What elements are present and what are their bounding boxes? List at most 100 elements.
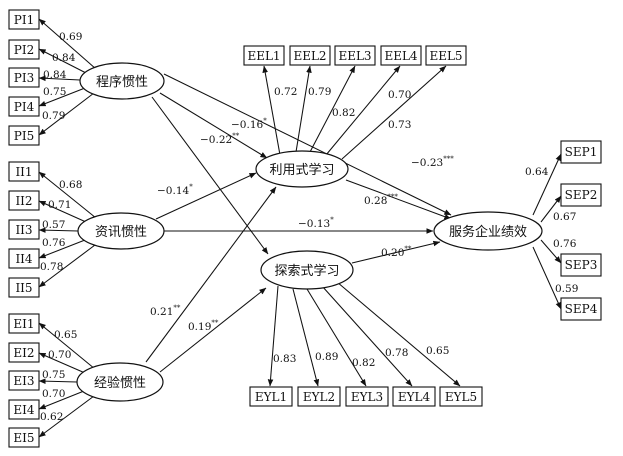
indicator-sep1-label: SEP1 xyxy=(565,145,598,159)
indicator-ii2: II2 xyxy=(8,190,40,211)
indicator-ii4-label: II4 xyxy=(15,252,32,266)
loading-eel2: 0.79 xyxy=(308,86,331,98)
latent-jygx: 经验惯性 xyxy=(76,362,164,402)
indicator-eyl4-label: EYL4 xyxy=(398,390,431,404)
coef-jygx-tsxx: 0.19** xyxy=(188,319,219,333)
loading-sep2: 0.67 xyxy=(553,211,576,223)
path-jygx-tsxx xyxy=(159,287,267,373)
indicator-ei5-label: EI5 xyxy=(13,431,34,445)
indicator-sep2-label: SEP2 xyxy=(565,188,598,202)
path-coefficient-labels: −0.16* −0.22** −0.23*** −0.14* −0.13* 0.… xyxy=(150,117,454,333)
indicator-ii5-label: II5 xyxy=(15,281,32,295)
path-lyxx-eel1 xyxy=(262,65,281,156)
path-jygx-ei5 xyxy=(38,395,95,438)
loading-eel5: 0.73 xyxy=(388,119,411,131)
loading-labels: 0.69 0.84 0.84 0.75 0.79 0.68 0.71 0.57 … xyxy=(40,31,578,423)
latent-jygx-label: 经验惯性 xyxy=(94,375,146,391)
path-cxgx-pi2 xyxy=(38,48,89,75)
latent-tsxx-label: 探索式学习 xyxy=(274,263,339,279)
loading-eyl1: 0.83 xyxy=(273,353,296,365)
loading-eel3: 0.82 xyxy=(332,107,355,119)
path-tsxx-eyl1 xyxy=(267,285,279,387)
indicator-eyl3: EYL3 xyxy=(345,386,389,407)
latent-fwqy: 服务企业绩效 xyxy=(433,211,543,251)
indicator-ei1: EI1 xyxy=(8,313,40,334)
path-cxgx-tsxx xyxy=(151,96,269,255)
loading-eel1: 0.72 xyxy=(274,86,297,98)
path-zxgx-ii4 xyxy=(38,239,86,259)
coef-lyxx-fwqy: 0.28*** xyxy=(364,193,398,207)
path-zxgx-ii3 xyxy=(38,227,79,233)
indicator-eel2: EEL2 xyxy=(289,45,331,66)
coef-cxgx-tsxx: −0.22** xyxy=(200,132,240,146)
path-fwqy-sep2 xyxy=(540,195,562,223)
indicator-eel5-label: EEL5 xyxy=(429,49,462,63)
path-cxgx-lyxx xyxy=(159,92,268,159)
loading-eyl2: 0.89 xyxy=(315,351,338,363)
indicator-eel2-label: EEL2 xyxy=(293,49,326,63)
indicator-eyl5: EYL5 xyxy=(439,386,483,407)
indicator-pi2-label: PI2 xyxy=(14,43,34,57)
latent-constructs: 程序惯性 资讯惯性 经验惯性 利用式学习 探索式学习 服务企业绩效 xyxy=(76,62,543,402)
loading-sep4: 0.59 xyxy=(555,283,578,295)
indicator-ii4: II4 xyxy=(8,248,40,269)
loading-sep1: 0.64 xyxy=(525,166,549,178)
path-zxgx-ii1 xyxy=(38,171,97,219)
loading-ii2: 0.71 xyxy=(48,199,71,211)
indicator-ei3-label: EI3 xyxy=(13,374,34,388)
path-jygx-ei1 xyxy=(38,322,96,370)
indicator-ii3-label: II3 xyxy=(15,223,32,237)
path-cxgx-fwqy xyxy=(163,73,452,216)
coef-tsxx-fwqy: 0.20** xyxy=(381,245,412,259)
indicator-pi2: PI2 xyxy=(8,39,40,60)
indicator-ei1-label: EI1 xyxy=(13,317,34,331)
coef-zxgx-lyxx: −0.14* xyxy=(157,183,193,197)
loading-ii5: 0.78 xyxy=(40,261,63,273)
indicator-ei4: EI4 xyxy=(8,399,40,420)
indicator-eyl2-label: EYL2 xyxy=(303,390,335,404)
loading-ei5: 0.62 xyxy=(40,411,63,423)
indicator-pi1-label: PI1 xyxy=(14,13,34,27)
indicator-eyl2: EYL2 xyxy=(297,386,341,407)
indicator-eyl4: EYL4 xyxy=(392,386,436,407)
indicator-pi1: PI1 xyxy=(8,9,40,30)
loading-ii3: 0.57 xyxy=(42,219,65,231)
indicator-eyl1-label: EYL1 xyxy=(255,390,287,404)
path-cxgx-pi4 xyxy=(38,87,86,107)
indicator-pi3: PI3 xyxy=(8,67,40,88)
indicator-ii1-label: II1 xyxy=(15,165,32,179)
loading-ei4: 0.70 xyxy=(42,388,65,400)
indicator-eel4-label: EEL4 xyxy=(384,49,417,63)
path-cxgx-pi5 xyxy=(38,92,95,136)
loading-eyl4: 0.78 xyxy=(385,347,408,359)
path-jygx-ei4 xyxy=(38,390,85,410)
loading-pi4: 0.75 xyxy=(43,86,66,98)
coef-jygx-lyxx: 0.21** xyxy=(150,304,181,318)
indicator-eyl5-label: EYL5 xyxy=(445,390,477,404)
indicator-sep4: SEP4 xyxy=(560,297,602,321)
indicator-eyl3-label: EYL3 xyxy=(351,390,383,404)
indicator-pi3-label: PI3 xyxy=(14,71,34,85)
loading-pi2: 0.84 xyxy=(52,52,76,64)
indicator-pi5-label: PI5 xyxy=(14,129,34,143)
loading-eel4: 0.70 xyxy=(388,89,411,101)
latent-zxgx: 资讯惯性 xyxy=(77,212,165,250)
path-tsxx-eyl2 xyxy=(292,288,320,387)
loading-pi3: 0.84 xyxy=(43,69,67,81)
latent-cxgx: 程序惯性 xyxy=(79,62,165,100)
indicator-pi4-label: PI4 xyxy=(14,100,35,114)
indicator-eel3: EEL3 xyxy=(334,45,376,66)
indicator-sep3-label: SEP3 xyxy=(565,258,598,272)
loading-eyl3: 0.82 xyxy=(352,357,375,369)
latent-fwqy-label: 服务企业绩效 xyxy=(449,224,527,240)
path-lyxx-eel4 xyxy=(325,65,401,156)
indicator-eel4: EEL4 xyxy=(380,45,422,66)
indicator-sep3: SEP3 xyxy=(560,253,602,277)
indicator-pi5: PI5 xyxy=(8,125,40,146)
latent-tsxx: 探索式学习 xyxy=(260,250,354,290)
path-lyxx-eel2 xyxy=(295,65,312,153)
coef-cxgx-lyxx: −0.16* xyxy=(231,117,267,131)
loading-ii1: 0.68 xyxy=(59,179,82,191)
loading-eyl5: 0.65 xyxy=(426,345,449,357)
